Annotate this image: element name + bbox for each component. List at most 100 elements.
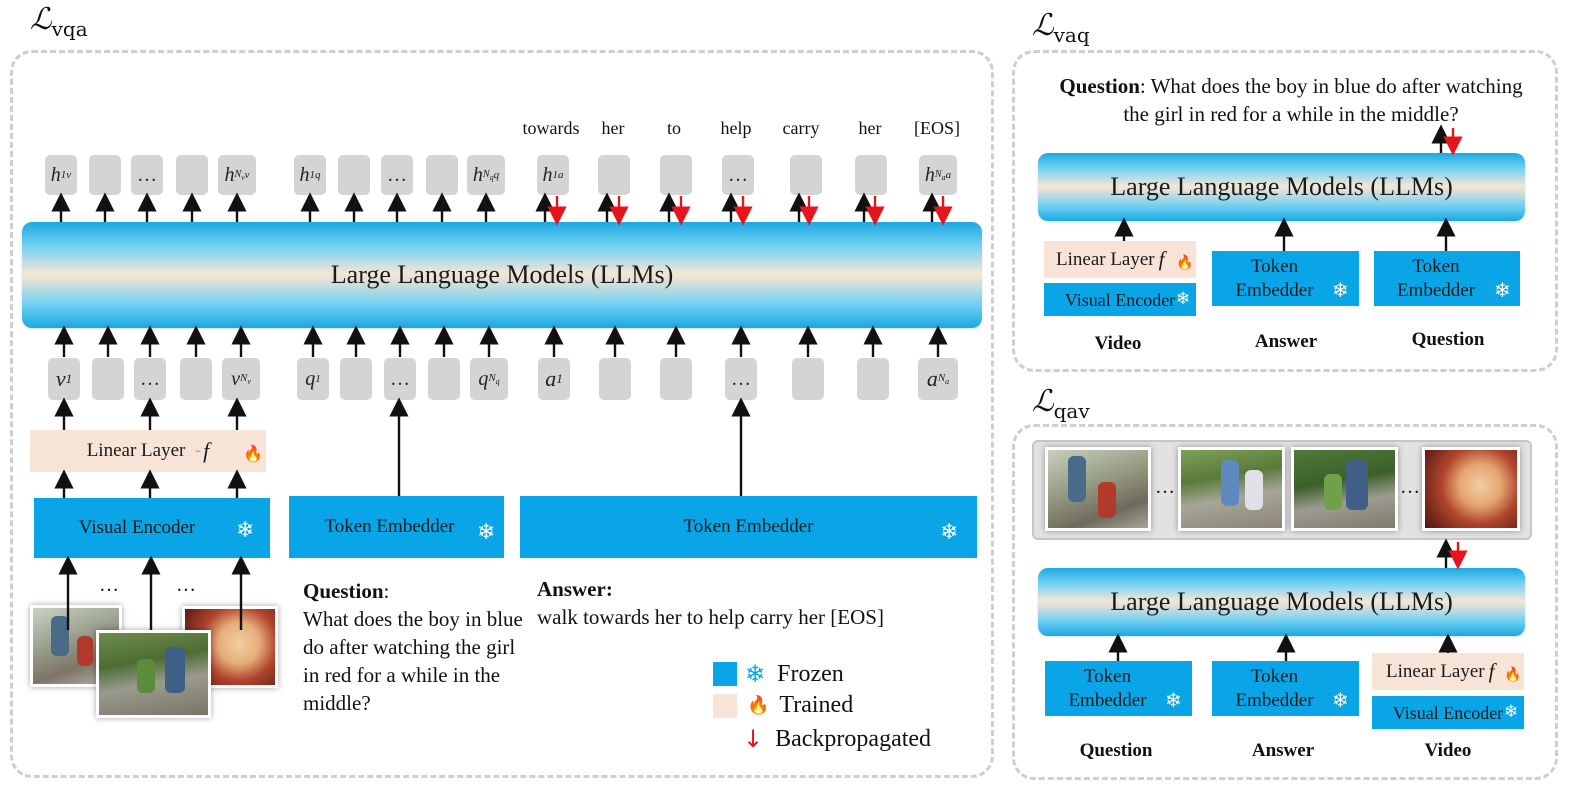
hidden-token	[598, 155, 630, 195]
hidden-token	[660, 155, 692, 195]
legend-frozen-swatch	[713, 662, 737, 686]
qav-frame-3	[1291, 447, 1398, 531]
input-token-ellipsis: …	[134, 358, 166, 400]
input-token	[92, 358, 124, 400]
frame-ellipsis: …	[176, 574, 196, 596]
answer-block: Answer: walk towards her to help carry h…	[537, 577, 884, 629]
legend-backprop: ↓ Backpropagated	[743, 725, 932, 753]
input-token	[428, 358, 460, 400]
llm-block-vaq: Large Language Models (LLMs)	[1038, 153, 1525, 221]
token-embedder-vaq-question: Token Embedder	[1374, 251, 1520, 306]
qav-caption-answer: Answer	[1251, 740, 1315, 761]
visual-encoder-qav: Visual Encoder	[1372, 696, 1524, 729]
snowflake-icon: ❄	[1332, 278, 1349, 302]
visual-encoder-vaq: Visual Encoder	[1044, 283, 1196, 316]
red-arrow-group	[547, 128, 1468, 570]
answer-word: towards	[522, 118, 580, 138]
qav-caption-question: Question	[1079, 740, 1153, 761]
qav-panel	[1012, 424, 1558, 780]
answer-word: help	[720, 118, 752, 138]
fire-icon: 🔥	[747, 695, 770, 716]
hidden-token	[790, 155, 822, 195]
snowflake-icon: ❄	[1165, 688, 1182, 712]
qav-frame-4	[1422, 447, 1520, 531]
fire-icon: 🔥	[1504, 667, 1522, 683]
question-block: Question: What does the boy in blue do a…	[303, 579, 523, 715]
snowflake-icon: ❄	[940, 520, 959, 545]
hidden-token	[338, 155, 370, 195]
qav-caption-video: Video	[1424, 740, 1472, 761]
answer-word: to	[666, 118, 681, 138]
token-embedder-qav-answer: Token Embedder	[1212, 661, 1359, 716]
input-token	[340, 358, 372, 400]
loss-vqa-label: ℒvqa	[30, 2, 88, 41]
vqa-panel	[10, 50, 994, 778]
qav-frame-1	[1045, 447, 1151, 531]
vaq-caption-answer: Answer	[1254, 331, 1318, 352]
input-token	[857, 358, 889, 400]
input-token	[599, 358, 631, 400]
input-token-ellipsis: …	[725, 358, 757, 400]
qav-frame-ellipsis: …	[1155, 476, 1175, 498]
vaq-panel	[1012, 50, 1558, 372]
legend-trained: 🔥 Trained	[713, 692, 853, 719]
snowflake-icon: ❄	[1332, 688, 1349, 712]
snowflake-icon: ❄	[745, 660, 766, 688]
legend-trained-swatch	[713, 693, 737, 718]
qav-frame-2	[1178, 447, 1285, 531]
hidden-token-ellipsis: …	[381, 155, 413, 195]
hidden-token	[176, 155, 208, 195]
fire-icon: 🔥	[243, 444, 263, 463]
legend-frozen: ❄ Frozen	[713, 660, 844, 688]
loss-vaq-label: ℒvaq	[1032, 8, 1090, 47]
snowflake-icon: ❄	[477, 520, 496, 545]
input-token-ellipsis: …	[384, 358, 416, 400]
token-embedder-answer: Token Embedder	[520, 496, 977, 558]
llm-block-main: Large Language Models (LLMs)	[22, 222, 982, 328]
visual-encoder-main: Visual Encoder	[34, 498, 270, 558]
frame-ellipsis: …	[99, 574, 119, 596]
red-down-arrow-icon: ↓	[743, 725, 764, 753]
token-embedder-qav-question: Token Embedder	[1045, 661, 1192, 716]
hidden-token	[89, 155, 121, 195]
input-token	[660, 358, 692, 400]
snowflake-icon: ❄	[1176, 289, 1191, 309]
hidden-token-ellipsis: …	[722, 155, 754, 195]
vaq-question-block: Question: What does the boy in blue do a…	[1059, 74, 1523, 126]
answer-word: carry	[782, 118, 820, 138]
token-embedder-question: Token Embedder	[289, 496, 504, 558]
answer-word: her	[601, 118, 625, 138]
black-arrow-group	[51, 124, 1458, 661]
snowflake-icon: ❄	[1504, 702, 1519, 722]
video-frame-2	[96, 630, 211, 718]
linear-layer-main: Linear Layer -f	[30, 430, 266, 472]
snowflake-icon: ❄	[236, 518, 255, 543]
llm-block-qav: Large Language Models (LLMs)	[1038, 568, 1525, 636]
token-embedder-vaq-answer: Token Embedder	[1212, 251, 1359, 306]
vaq-caption-question: Question	[1411, 329, 1485, 350]
hidden-token-ellipsis: …	[131, 155, 163, 195]
vaq-caption-video: Video	[1094, 333, 1142, 354]
hidden-token	[426, 155, 458, 195]
hidden-token	[855, 155, 887, 195]
loss-qav-label: ℒqav	[1032, 384, 1090, 423]
answer-word: her	[858, 118, 882, 138]
snowflake-icon: ❄	[1494, 278, 1511, 302]
qav-frame-ellipsis: …	[1400, 476, 1420, 498]
input-token	[792, 358, 824, 400]
answer-word: [EOS]	[914, 118, 960, 138]
